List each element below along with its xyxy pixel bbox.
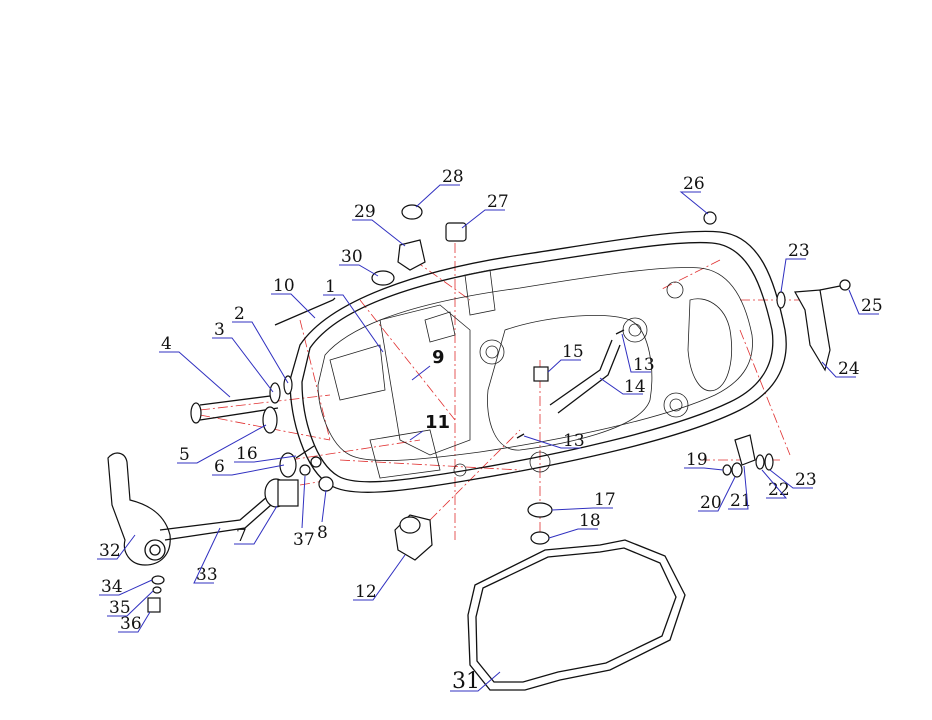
callout-30: 30 [341,247,363,267]
callout-37: 37 [293,530,315,550]
callout-3: 3 [214,320,225,340]
leader-lines [97,184,879,692]
callout-10: 10 [273,276,295,296]
callout-18: 18 [579,511,601,531]
callout-32: 32 [99,541,121,561]
callout-24: 24 [838,359,860,379]
callout-36: 36 [120,614,142,634]
callout-33: 33 [196,565,218,585]
callout-31: 31 [452,669,480,694]
callout-12: 12 [355,582,377,602]
callout-14: 14 [624,377,646,397]
callout-35: 35 [109,598,131,618]
callout-23-lower: 23 [795,470,817,490]
seal-gasket [467,539,686,691]
callout-26: 26 [683,174,705,194]
callout-11: 11 [425,412,450,433]
callout-19: 19 [686,450,708,470]
callout-labels: 1 2 3 4 5 6 7 8 9 10 11 12 13 13 14 15 1… [99,167,883,694]
callout-29: 29 [354,202,376,222]
callout-13-upper: 13 [633,355,655,375]
callout-8: 8 [317,523,328,543]
callout-2: 2 [234,304,245,324]
callout-5: 5 [179,445,190,465]
callout-17: 17 [594,490,616,510]
callout-34: 34 [101,577,123,597]
callout-28: 28 [442,167,464,187]
callout-23-upper: 23 [788,241,810,261]
callout-20: 20 [700,493,722,513]
callout-16: 16 [236,444,258,464]
callout-4: 4 [161,334,172,354]
callout-1: 1 [325,277,336,297]
callout-6: 6 [214,457,225,477]
callout-27: 27 [487,192,509,212]
cowl-body [289,230,787,493]
lock-lever [107,452,281,566]
callout-13-lower: 13 [563,431,585,451]
small-parts [147,204,851,613]
callout-9: 9 [432,347,445,368]
callout-7: 7 [236,526,247,546]
callout-15: 15 [562,342,584,362]
callout-25: 25 [861,296,883,316]
callout-21: 21 [730,491,752,511]
